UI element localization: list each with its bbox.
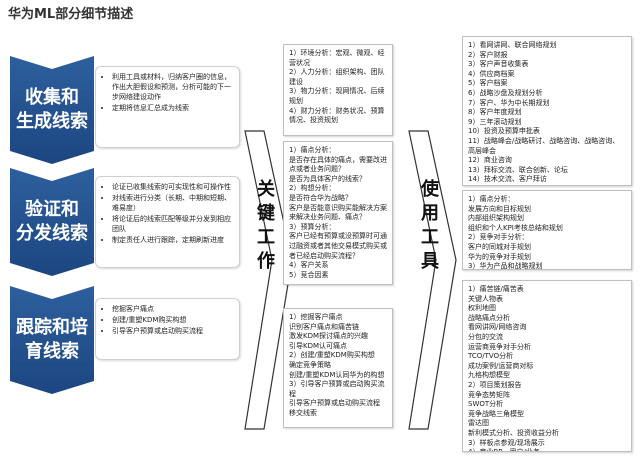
- list-item: 利用工具或材料，归纳客户圈的信息，作出大胆假设和预测，分析可能的下一步网络建设动…: [112, 72, 235, 102]
- tools-arrow-icon: [408, 130, 457, 430]
- list-item: 创建/重塑KDM购买构想: [112, 315, 235, 325]
- stage-verify-description: 论证已收集线索的可实现性和可操作性对线索进行分类（长期、中期和短期、难易度）将论…: [95, 176, 240, 268]
- tools-label: 使用 工具: [421, 179, 439, 272]
- page-title: 华为ML部分细节描述: [8, 7, 134, 22]
- key-work-box-nurture: 1）挖掘客户痛点 识别客户痛点和痛苦链 激发KDM探讨痛点的兴趣 引导KDM认可…: [283, 308, 393, 428]
- stage-collect-description: 利用工具或材料，归纳客户圈的信息，作出大胆假设和预测，分析可能的下一步网络建设动…: [95, 66, 240, 148]
- key-work-arrow-icon: [244, 130, 293, 430]
- list-item: 制定责任人进行跟踪，定期刷新进度: [112, 235, 235, 245]
- list-item: 定期将信息汇总成为线索: [112, 103, 235, 113]
- key-work-box-analysis: 1）环境分析：宏观、微观、经营状况 2）人力分析：组织架构、团队建设 3）物力分…: [283, 44, 393, 136]
- stage-track-description: 挖掘客户痛点创建/重塑KDM购买构想引导客户预算或启动购买流程: [95, 298, 240, 360]
- list-item: 论证已收集线索的可实现性和可操作性: [112, 182, 235, 192]
- list-item: 挖掘客户痛点: [112, 304, 235, 314]
- key-work-box-verification: 1）痛点分析： 是否存在具体的痛点，需要改进点或者业务问题？ 是否为具体客户的线…: [283, 141, 393, 285]
- tool-box-collect: 1）看网讲网、联合网络规划 2）客户财报 3）客户声音收集表 4）供应商档案 5…: [462, 36, 632, 186]
- stage-verify-distribute: 验证和 分发线索: [10, 168, 94, 276]
- stage-track-nurture: 跟踪和培 育线索: [10, 286, 94, 394]
- list-item: 对线索进行分类（长期、中期和短期、难易度）: [112, 193, 235, 213]
- key-work-label: 关键 工作: [257, 179, 275, 272]
- tools-arrow: 使用 工具: [408, 130, 458, 430]
- tool-box-nurture: 1）痛苦链/痛苦表 关键人物表 权利地图 战略痛点分析 看网讲网/网络咨询 分包…: [462, 280, 632, 452]
- tool-box-verify: 1）痛点分析： 发展方向和目标规划 内部组织架构规划 组织和个人KPI考核总结和…: [462, 190, 632, 270]
- list-item: 引导客户预算或启动购买流程: [112, 326, 235, 336]
- stage-collect-generate: 收集和 生成线索: [10, 56, 94, 164]
- list-item: 将论证后的线索匹配等级并分发到相应团队: [112, 214, 235, 234]
- key-work-arrow: 关键 工作: [244, 130, 294, 430]
